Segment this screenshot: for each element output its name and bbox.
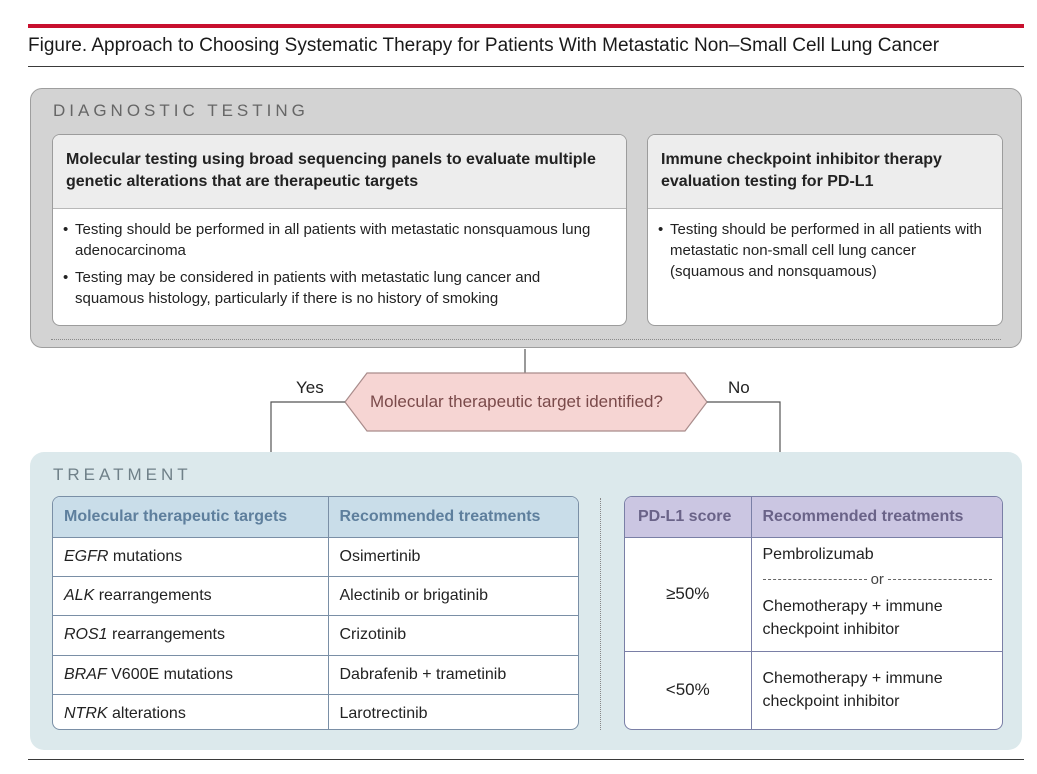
target-cell: ROS1 rearrangements <box>53 615 328 656</box>
pdl1-treatment-cell: Chemotherapy + immune checkpoint inhibit… <box>750 650 1002 729</box>
table-row: ALK rearrangements Alectinib or brigatin… <box>53 575 578 616</box>
column-header: Recommended treatments <box>327 497 578 537</box>
table-row: <50% Chemotherapy + immune checkpoint in… <box>625 650 1002 729</box>
bullet-text: Testing may be considered in patients wi… <box>75 269 541 307</box>
immune-testing-bullets: •Testing should be performed in all pati… <box>648 209 1002 282</box>
treatment-section-label: TREATMENT <box>53 465 192 484</box>
target-cell: NTRK alterations <box>53 694 328 729</box>
column-header: Molecular therapeutic targets <box>64 507 288 525</box>
immune-testing-heading: Immune checkpoint inhibitor therapy eval… <box>648 135 1002 209</box>
table-row: NTRK alterations Larotrectinib <box>53 694 578 729</box>
molecular-testing-bullets: •Testing should be performed in all pati… <box>53 209 626 309</box>
treatment-cell: Larotrectinib <box>327 694 578 729</box>
pdl1-score-cell: ≥50% <box>625 536 751 651</box>
or-separator: or <box>762 568 992 591</box>
title-accent-bar <box>28 24 1024 28</box>
table-row: ≥50% Pembrolizumab or Chemotherapy + imm… <box>625 536 1002 651</box>
no-label: No <box>728 378 750 397</box>
yes-label: Yes <box>296 378 324 397</box>
treatment-cell: Dabrafenib + trametinib <box>327 654 578 695</box>
molecular-testing-card: Molecular testing using broad sequencing… <box>52 134 627 326</box>
table-row: BRAF V600E mutations Dabrafenib + tramet… <box>53 654 578 695</box>
pdl1-table: PD-L1 score Recommended treatments ≥50% … <box>624 496 1003 730</box>
target-cell: ALK rearrangements <box>53 575 328 616</box>
table-row: ROS1 rearrangements Crizotinib <box>53 615 578 656</box>
or-label: or <box>870 571 884 588</box>
treatment-divider <box>600 498 601 730</box>
bullet-item: •Testing should be performed in all pati… <box>658 219 988 282</box>
pdl1-score-cell: <50% <box>625 650 751 729</box>
bullet-item: •Testing should be performed in all pati… <box>63 219 612 261</box>
decision-question: Molecular therapeutic target identified? <box>370 392 663 411</box>
treatment-cell: Crizotinib <box>327 615 578 656</box>
immune-testing-card: Immune checkpoint inhibitor therapy eval… <box>647 134 1003 326</box>
figure-title: Figure. Approach to Choosing Systematic … <box>28 35 940 56</box>
bottom-rule <box>28 759 1024 760</box>
treatment-option: Chemotherapy + immune checkpoint inhibit… <box>762 598 943 638</box>
title-rule <box>28 66 1024 67</box>
molecular-targets-table: Molecular therapeutic targets Recommende… <box>52 496 579 730</box>
column-header: Recommended treatments <box>750 497 1002 537</box>
target-cell: BRAF V600E mutations <box>53 654 328 695</box>
target-cell: EGFR mutations <box>53 536 328 577</box>
molecular-testing-heading: Molecular testing using broad sequencing… <box>53 135 626 209</box>
diagnostic-divider <box>51 339 1001 340</box>
pdl1-treatment-cell: Pembrolizumab or Chemotherapy + immune c… <box>750 536 1002 651</box>
treatment-option: Pembrolizumab <box>762 546 874 563</box>
diagnostic-section-label: DIAGNOSTIC TESTING <box>53 101 309 120</box>
bullet-text: Testing should be performed in all patie… <box>75 221 591 259</box>
column-header: PD-L1 score <box>638 507 732 525</box>
table-header-row: PD-L1 score Recommended treatments <box>625 497 1002 537</box>
treatment-cell: Alectinib or brigatinib <box>327 575 578 616</box>
bullet-item: •Testing may be considered in patients w… <box>63 267 612 309</box>
table-header-row: Molecular therapeutic targets Recommende… <box>53 497 578 537</box>
bullet-text: Testing should be performed in all patie… <box>670 221 982 280</box>
table-row: EGFR mutations Osimertinib <box>53 536 578 577</box>
treatment-cell: Osimertinib <box>327 536 578 577</box>
